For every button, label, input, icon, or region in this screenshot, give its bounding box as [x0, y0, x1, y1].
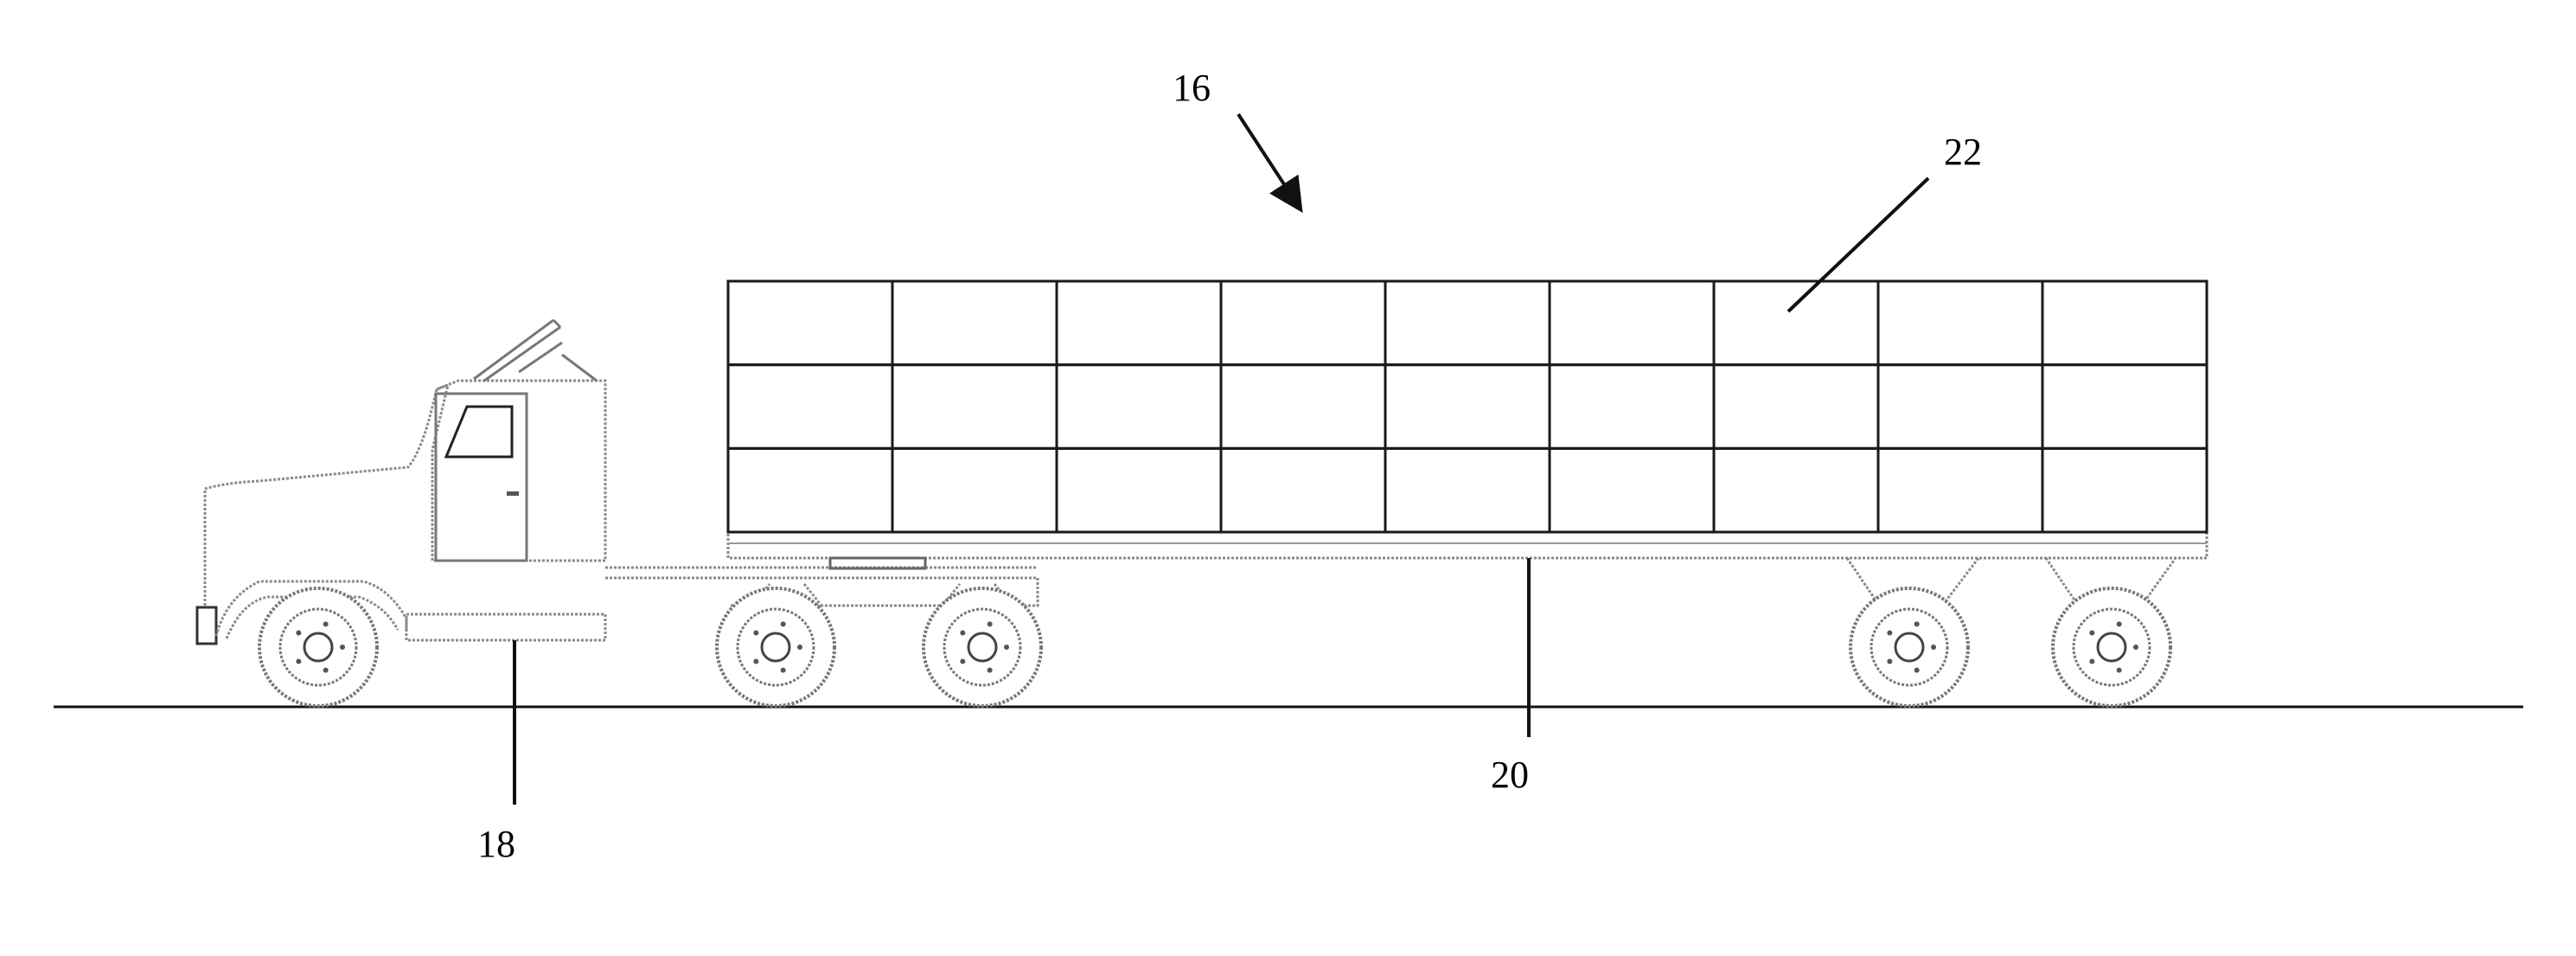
cargo-cell — [892, 448, 1057, 532]
trailer-deck — [728, 532, 2207, 558]
trailer-wheel — [2053, 588, 2170, 706]
cargo-cell — [1057, 448, 1221, 532]
cargo-cell — [728, 448, 892, 532]
reference-18: 18 — [477, 640, 515, 865]
cargo-cell — [1878, 281, 2042, 365]
cargo-cell — [1221, 281, 1385, 365]
cargo-cell — [2042, 281, 2207, 365]
reference-20: 20 — [1491, 558, 1529, 796]
label-20: 20 — [1491, 754, 1529, 796]
reference-22: 22 — [1788, 131, 1982, 311]
cargo-cell — [1221, 448, 1385, 532]
cargo-cell — [1714, 365, 1878, 449]
cargo-cell — [728, 365, 892, 449]
exhaust-stack — [474, 320, 597, 381]
cargo-cell — [892, 281, 1057, 365]
cab-window — [446, 407, 512, 457]
label-16: 16 — [1173, 67, 1211, 109]
cargo-cell — [1057, 281, 1221, 365]
leader-22 — [1788, 178, 1928, 311]
arrow-16 — [1238, 114, 1297, 204]
drive-wheel — [924, 588, 1041, 706]
cargo-cell — [1385, 448, 1550, 532]
cargo-cell — [1878, 448, 2042, 532]
cargo-cell — [2042, 365, 2207, 449]
wheels — [259, 588, 2170, 706]
label-18: 18 — [477, 823, 515, 865]
door-handle — [507, 491, 519, 496]
cargo-cell — [1057, 365, 1221, 449]
fuel-tank — [406, 614, 605, 640]
cargo-cell — [1550, 365, 1714, 449]
cargo-cell — [1385, 365, 1550, 449]
trailer-wheel — [1851, 588, 1968, 706]
cargo-cell — [1714, 448, 1878, 532]
cargo-cell — [1221, 365, 1385, 449]
cargo-grid — [728, 281, 2207, 532]
tractor-cab — [432, 381, 605, 561]
cargo-cell — [1714, 281, 1878, 365]
front-wheel — [259, 588, 377, 706]
cargo-cell — [1878, 365, 2042, 449]
cargo-body — [728, 281, 2207, 532]
cargo-cell — [1550, 281, 1714, 365]
label-22: 22 — [1944, 131, 1982, 173]
cargo-cell — [2042, 448, 2207, 532]
cargo-cell — [1385, 281, 1550, 365]
drive-wheel — [717, 588, 834, 706]
cargo-cell — [892, 365, 1057, 449]
front-bumper — [197, 607, 216, 644]
trailer — [728, 281, 2207, 558]
cargo-cell — [728, 281, 892, 365]
cargo-cell — [1550, 448, 1714, 532]
reference-16: 16 — [1173, 67, 1297, 204]
tractor-hood — [205, 385, 448, 606]
